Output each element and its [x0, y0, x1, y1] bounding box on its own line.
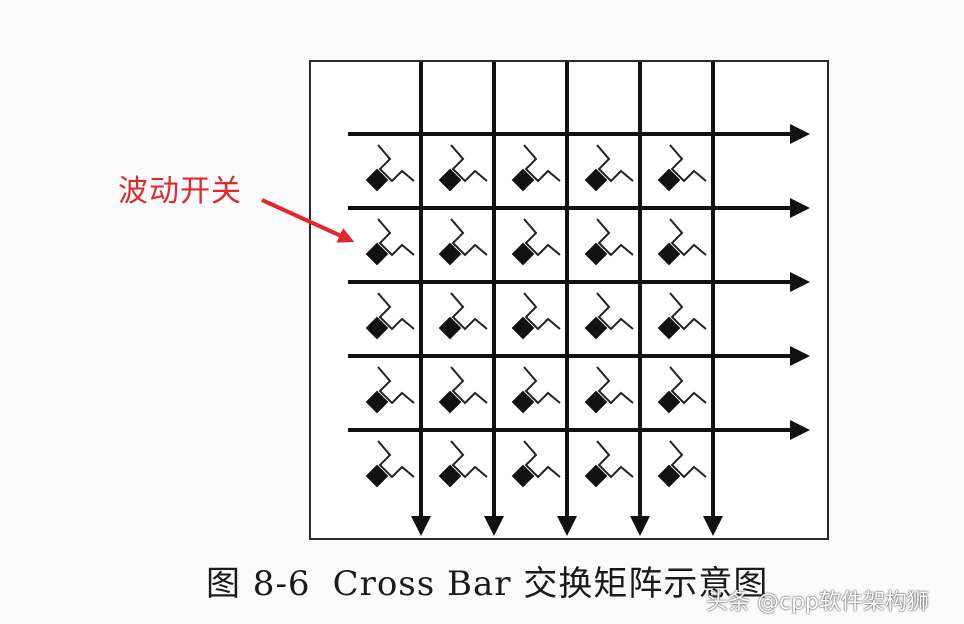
watermark: 头条 @cpp软件架构狮 [706, 590, 930, 615]
annotation-arrow [261, 198, 355, 243]
wave-switch [584, 366, 634, 414]
wave-switch [511, 218, 561, 266]
wave-switch [584, 218, 634, 266]
wave-switch [511, 440, 561, 488]
wave-switch [584, 440, 634, 488]
wave-switch [438, 218, 488, 266]
wave-switch [438, 292, 488, 340]
wave-switch [657, 440, 707, 488]
wave-switch [511, 366, 561, 414]
wave-switch [657, 218, 707, 266]
wave-switch [365, 144, 415, 192]
wave-switch [365, 366, 415, 414]
wave-switch [584, 144, 634, 192]
wave-switch [657, 366, 707, 414]
figure-caption: 图 8-6 Cross Bar 交换矩阵示意图 [206, 556, 790, 605]
annotation-label: 波动开关 [118, 174, 242, 209]
wave-switch [365, 440, 415, 488]
wave-switch [511, 292, 561, 340]
wave-switch [438, 440, 488, 488]
wave-switch [657, 144, 707, 192]
figure-title: Cross Bar 交换矩阵示意图 [332, 564, 769, 604]
wave-switch [438, 366, 488, 414]
wave-switch [365, 292, 415, 340]
wave-switch [584, 292, 634, 340]
wave-switch [657, 292, 707, 340]
wave-switch [438, 144, 488, 192]
wave-switch [365, 218, 415, 266]
wave-switch [511, 144, 561, 192]
figure-number: 图 8-6 [206, 564, 311, 604]
